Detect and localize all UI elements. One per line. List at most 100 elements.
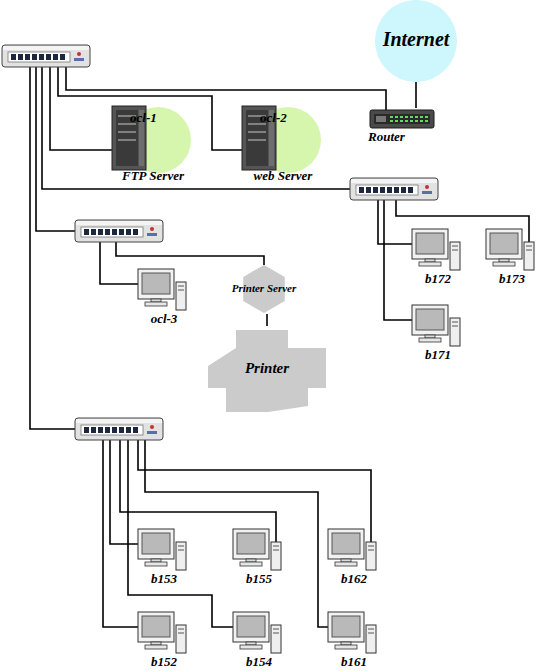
drive-bay [248, 131, 266, 133]
monitor-frame [138, 612, 174, 642]
pc-node: b155 [231, 528, 287, 588]
router-led [405, 116, 408, 118]
node-label: b161 [320, 655, 388, 669]
monitor-frame [486, 229, 522, 259]
monitor-neck [246, 642, 256, 645]
pc-tower [271, 542, 281, 570]
pc-node: b173 [484, 228, 540, 288]
pc-drive [178, 550, 184, 551]
monitor-frame [233, 529, 269, 559]
node-label: b153 [130, 572, 198, 586]
cloud-node: Internet [368, 0, 464, 82]
router-led [410, 116, 413, 118]
router-body [370, 110, 434, 128]
node-label: Printer [206, 360, 328, 377]
monitor-neck [425, 259, 435, 262]
monitor-neck [425, 335, 435, 338]
pc-drive [178, 290, 184, 291]
monitor-screen [490, 233, 518, 254]
pc-drive [452, 322, 458, 323]
pc-drive [178, 286, 184, 287]
pc-node: b152 [136, 611, 192, 671]
node-label: b152 [130, 655, 198, 669]
pc-tower [366, 542, 376, 570]
monitor-base [145, 302, 167, 306]
node-label: b162 [320, 572, 388, 586]
pc-tower [176, 625, 186, 653]
monitor-screen [416, 233, 444, 254]
router-led [395, 116, 398, 118]
monitor-screen [416, 309, 444, 330]
monitor-frame [138, 529, 174, 559]
node-label: ocl-2 [260, 111, 322, 125]
router-led [420, 120, 423, 122]
pc-drive [452, 246, 458, 247]
node-label: Printer Server [212, 282, 316, 295]
pc-drive [273, 633, 279, 634]
monitor-frame [233, 612, 269, 642]
monitor-base [240, 645, 262, 649]
pc-drive [452, 326, 458, 327]
router-badge [376, 116, 386, 122]
router-node: Router [368, 108, 438, 146]
monitor-screen [142, 533, 170, 554]
pc-node: b153 [136, 528, 192, 588]
node-label: b155 [225, 572, 293, 586]
wire [138, 440, 371, 542]
wire [30, 67, 75, 429]
pc-tower [450, 318, 460, 346]
pc-drive [526, 250, 532, 251]
router-led [400, 116, 403, 118]
monitor-frame [412, 229, 448, 259]
monitor-frame [328, 529, 364, 559]
monitor-base [419, 262, 441, 266]
monitor-neck [151, 642, 161, 645]
pc-drive [178, 633, 184, 634]
monitor-base [335, 645, 357, 649]
hub-symbol [75, 220, 163, 242]
wire [378, 200, 412, 244]
pc-drive [273, 550, 279, 551]
pc-tower [524, 242, 534, 270]
wire [50, 67, 112, 150]
network-cable [266, 314, 268, 326]
monitor-neck [499, 259, 509, 262]
wire [36, 67, 75, 231]
monitor-neck [151, 559, 161, 562]
pc-drive [178, 546, 184, 547]
monitor-frame [138, 269, 174, 299]
hub-symbol [75, 418, 163, 440]
pc-node: b161 [326, 611, 382, 671]
node-label: ocl-3 [130, 312, 198, 326]
router-led [425, 120, 428, 122]
pc-drive [368, 550, 374, 551]
network-cable [415, 82, 417, 108]
pc-node: b172 [410, 228, 466, 288]
hub-symbol [350, 178, 438, 200]
router-led [390, 116, 393, 118]
pc-drive [368, 546, 374, 547]
wire [128, 440, 233, 627]
router-led [425, 116, 428, 118]
node-label: Internet [368, 28, 464, 50]
pc-drive [178, 629, 184, 630]
node-label: b173 [478, 272, 546, 286]
router-led [420, 116, 423, 118]
wire [66, 67, 386, 110]
pc-node: ocl-3 [136, 268, 192, 328]
monitor-base [335, 562, 357, 566]
router-led [410, 120, 413, 122]
monitor-base [493, 262, 515, 266]
pc-drive [368, 633, 374, 634]
hub-symbol [2, 45, 90, 67]
pc-drive [526, 246, 532, 247]
monitor-neck [341, 642, 351, 645]
router-led [415, 116, 418, 118]
wire [116, 242, 264, 265]
pc-tower [176, 542, 186, 570]
drive-bay [118, 139, 136, 141]
monitor-neck [246, 559, 256, 562]
wire [110, 440, 138, 544]
